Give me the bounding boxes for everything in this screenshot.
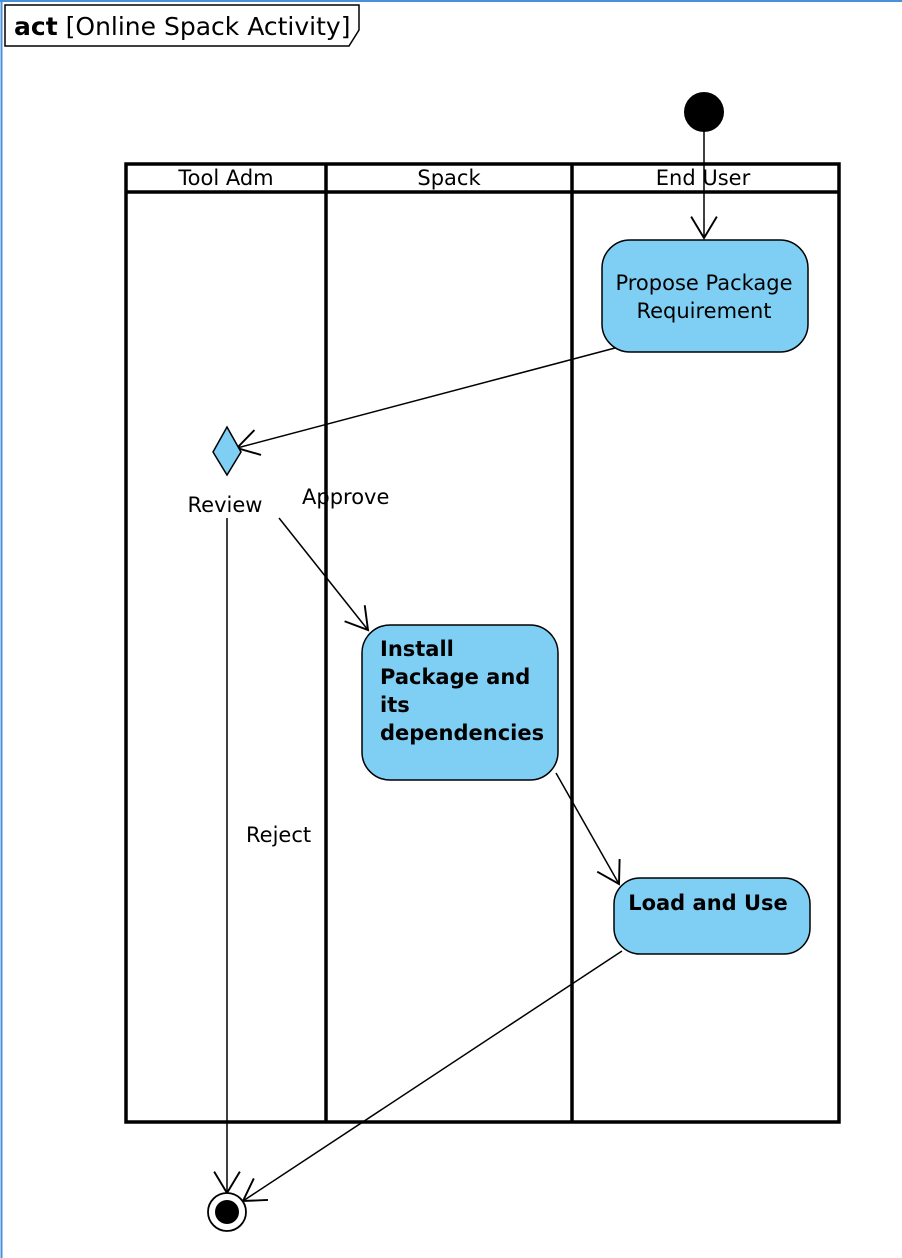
flow-load-to-final	[241, 950, 623, 1203]
guard-approve: Approve	[302, 485, 389, 509]
propose-label-line-1: Propose Package	[615, 271, 792, 295]
svg-text:act[Online Spack Activity]: act [Online Spack Activity]	[14, 12, 350, 41]
action-install-package: Install Package and its dependencies	[361, 624, 559, 781]
lane-label-end-user: End User	[656, 166, 751, 190]
initial-node	[684, 92, 724, 132]
frame-title-tab: act [Online Spack Activity]	[4, 4, 360, 47]
frame-keyword: act	[14, 12, 58, 41]
install-label-line-3: its	[380, 693, 410, 717]
flow-review-approve-to-install	[278, 517, 370, 632]
swimlane-container	[124, 162, 841, 1124]
install-label-line-4: dependencies	[380, 721, 544, 745]
swimlanes: Tool Adm Spack End User	[124, 162, 841, 1124]
action-propose-package-requirement: Propose Package Requirement	[601, 239, 809, 353]
flow-install-to-load	[555, 772, 621, 886]
lane-label-spack: Spack	[417, 166, 481, 190]
review-label: Review	[188, 493, 263, 517]
guard-reject: Reject	[246, 823, 311, 847]
install-label-line-1: Install	[380, 637, 454, 661]
lane-label-tool-adm: Tool Adm	[177, 166, 273, 190]
install-label-line-2: Package and	[380, 665, 530, 689]
action-load-and-use: Load and Use	[613, 877, 811, 955]
decision-node-review	[212, 425, 242, 477]
frame-title: [Online Spack Activity]	[66, 12, 351, 41]
flow-propose-to-review	[235, 347, 616, 456]
control-flows	[213, 130, 718, 1203]
review-label-backdrop	[183, 484, 267, 518]
load-label: Load and Use	[628, 891, 788, 915]
final-node	[207, 1192, 247, 1232]
propose-label-line-2: Requirement	[636, 299, 771, 323]
